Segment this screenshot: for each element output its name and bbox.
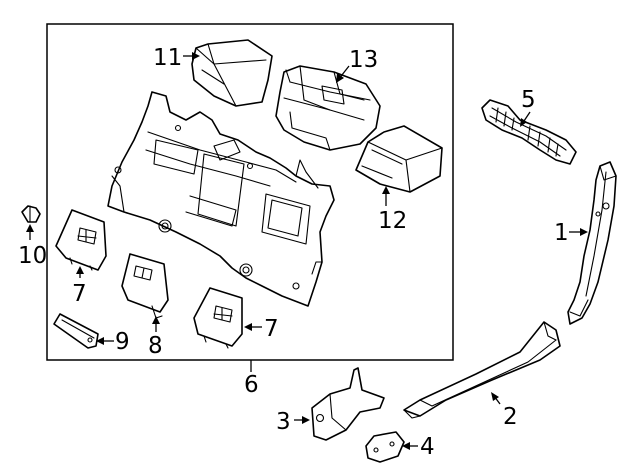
callout-5: 5	[521, 87, 536, 113]
callout-2: 2	[503, 404, 518, 430]
callout-3: 3	[276, 409, 291, 435]
part-5-vent-grille	[481, 99, 577, 165]
callout-4: 4	[420, 434, 435, 460]
part-12-lower-duct	[355, 125, 443, 193]
part-4-small-bracket	[365, 431, 405, 463]
part-10-push-clip	[21, 205, 41, 223]
callout-11: 11	[153, 45, 182, 71]
callout-10: 10	[18, 243, 47, 269]
part-9-strip	[53, 313, 99, 349]
part-7-cover-right	[193, 287, 243, 349]
assembly-frame	[46, 23, 454, 361]
callout-13: 13	[349, 47, 378, 73]
callout-9: 9	[115, 329, 130, 355]
callout-6: 6	[244, 372, 259, 398]
part-11-upper-duct	[191, 39, 273, 107]
callout-7-left: 7	[72, 281, 87, 307]
part-6-rear-panel	[107, 91, 335, 307]
part-7-cover-left	[55, 209, 107, 271]
part-13-tray-bracket	[275, 65, 381, 151]
leader-lines	[26, 52, 588, 450]
callout-7-right: 7	[264, 316, 279, 342]
callout-8: 8	[148, 333, 163, 359]
part-2-sill-plate	[403, 321, 561, 419]
callout-12: 12	[378, 208, 407, 234]
part-3-corner-trim	[311, 367, 385, 441]
part-1-pillar-trim	[567, 161, 617, 325]
part-8-clip-panel	[121, 253, 169, 319]
callout-1: 1	[554, 220, 569, 246]
